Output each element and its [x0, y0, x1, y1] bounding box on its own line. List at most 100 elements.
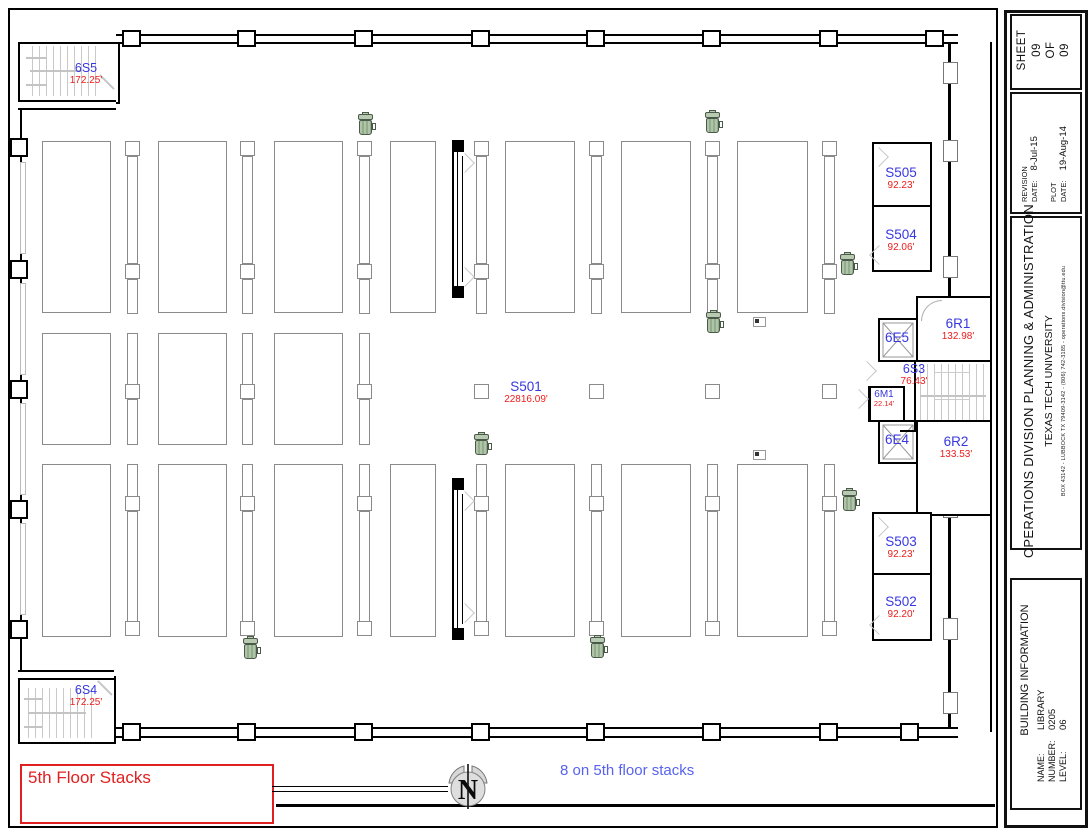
stack-block	[158, 464, 227, 637]
sheet-number: SHEET 09 OF 09	[1016, 29, 1072, 71]
wall-pilaster	[122, 30, 141, 47]
wall-pilaster	[354, 723, 373, 741]
title-block-dates-cell	[1010, 92, 1082, 214]
center-partition-upper	[452, 140, 470, 298]
ground-line	[276, 804, 995, 807]
stack-block	[621, 141, 691, 313]
stack-block	[42, 141, 111, 313]
wall-line	[900, 360, 988, 362]
stairwell-6s4	[18, 676, 116, 744]
drawing-title: 5th Floor Stacks	[28, 768, 151, 787]
title-block-sheet-cell	[1010, 14, 1082, 90]
wall-pilaster	[925, 30, 944, 47]
trash-bin-icon	[705, 310, 724, 333]
wall-pilaster	[10, 380, 28, 399]
outlet-symbol	[753, 450, 766, 460]
trash-bin-icon	[242, 636, 261, 659]
window-mullion	[20, 523, 26, 615]
dates-info: REVISION DATE:8-Jul-15 PLOT DATE:19-Aug-…	[1019, 126, 1069, 202]
stack-block	[505, 141, 575, 313]
wall-pilaster	[702, 30, 721, 47]
stairwell-6s5	[18, 42, 120, 104]
window-mullion	[20, 162, 26, 254]
wall-pilaster	[10, 260, 28, 279]
north-arrow-icon: N	[444, 762, 492, 810]
trash-bin-icon	[841, 488, 860, 511]
title-block-building-cell	[1010, 578, 1082, 810]
wall-pilaster	[819, 723, 838, 741]
window-block	[943, 618, 958, 640]
east-corridor-wall-upper	[948, 42, 951, 296]
east-outer-wall	[990, 42, 992, 732]
wall-pilaster	[471, 723, 490, 741]
trash-bin-icon	[839, 252, 858, 275]
stack-block	[42, 464, 111, 637]
column-marker	[822, 384, 837, 399]
column-marker	[474, 384, 489, 399]
wall-line	[914, 360, 916, 432]
wall-pilaster	[586, 723, 605, 741]
wall-pilaster	[237, 723, 256, 741]
trash-bin-icon	[473, 432, 492, 455]
wall-pilaster	[586, 30, 605, 47]
stack-block	[158, 333, 227, 445]
east-corridor-wall-lower	[948, 480, 951, 728]
title-block-org-cell	[1010, 216, 1082, 550]
wall-pilaster	[702, 723, 721, 741]
trash-bin-icon	[357, 112, 376, 135]
stack-block	[390, 141, 436, 313]
trash-bin-icon	[589, 635, 608, 658]
trash-bin-icon	[704, 110, 723, 133]
stack-block	[505, 464, 575, 637]
building-info: BUILDING INFORMATION NAME:LIBRARY NUMBER…	[1019, 604, 1069, 782]
drawing-frame	[8, 8, 998, 828]
address-line: BOX 43142 - LUBBOCK TX 79409-3142 - (806…	[1061, 265, 1067, 497]
stair-landing	[934, 372, 970, 400]
column-marker	[589, 384, 604, 399]
wall-pilaster	[10, 620, 28, 639]
window-block	[943, 692, 958, 714]
university-name: TEXAS TECH UNIVERSITY	[1043, 315, 1055, 447]
room-label-6e4: 6E4	[884, 432, 910, 447]
stack-block	[274, 333, 343, 445]
room-s504	[872, 205, 932, 272]
stack-block	[274, 464, 343, 637]
room-6r2	[916, 420, 992, 516]
wall-pilaster	[471, 30, 490, 47]
wall-pilaster	[900, 723, 919, 741]
bin-count-note: 8 on 5th floor stacks	[560, 762, 695, 779]
drawing-title-box: 5th Floor Stacks	[20, 764, 274, 824]
wall-pilaster	[819, 30, 838, 47]
column-marker	[705, 384, 720, 399]
wall-stub	[18, 100, 116, 110]
north-wall	[116, 34, 958, 44]
room-s505	[872, 142, 932, 209]
outlet-symbol	[753, 317, 766, 327]
wall-pilaster	[10, 500, 28, 519]
south-wall	[112, 727, 958, 738]
leader-line	[272, 786, 448, 792]
room-s502	[872, 573, 932, 641]
elevator-6e5	[878, 318, 918, 362]
department-name: OPERATIONS DIVISION PLANNING & ADMINISTR…	[1021, 204, 1036, 558]
stack-block	[158, 141, 227, 313]
stack-block	[737, 141, 808, 313]
wall-pilaster	[10, 138, 28, 157]
window-block	[943, 140, 958, 162]
stack-block	[737, 464, 808, 637]
wall-stub	[18, 670, 114, 680]
stack-block	[42, 333, 111, 445]
wall-pilaster	[122, 723, 141, 741]
window-mullion	[20, 283, 26, 375]
